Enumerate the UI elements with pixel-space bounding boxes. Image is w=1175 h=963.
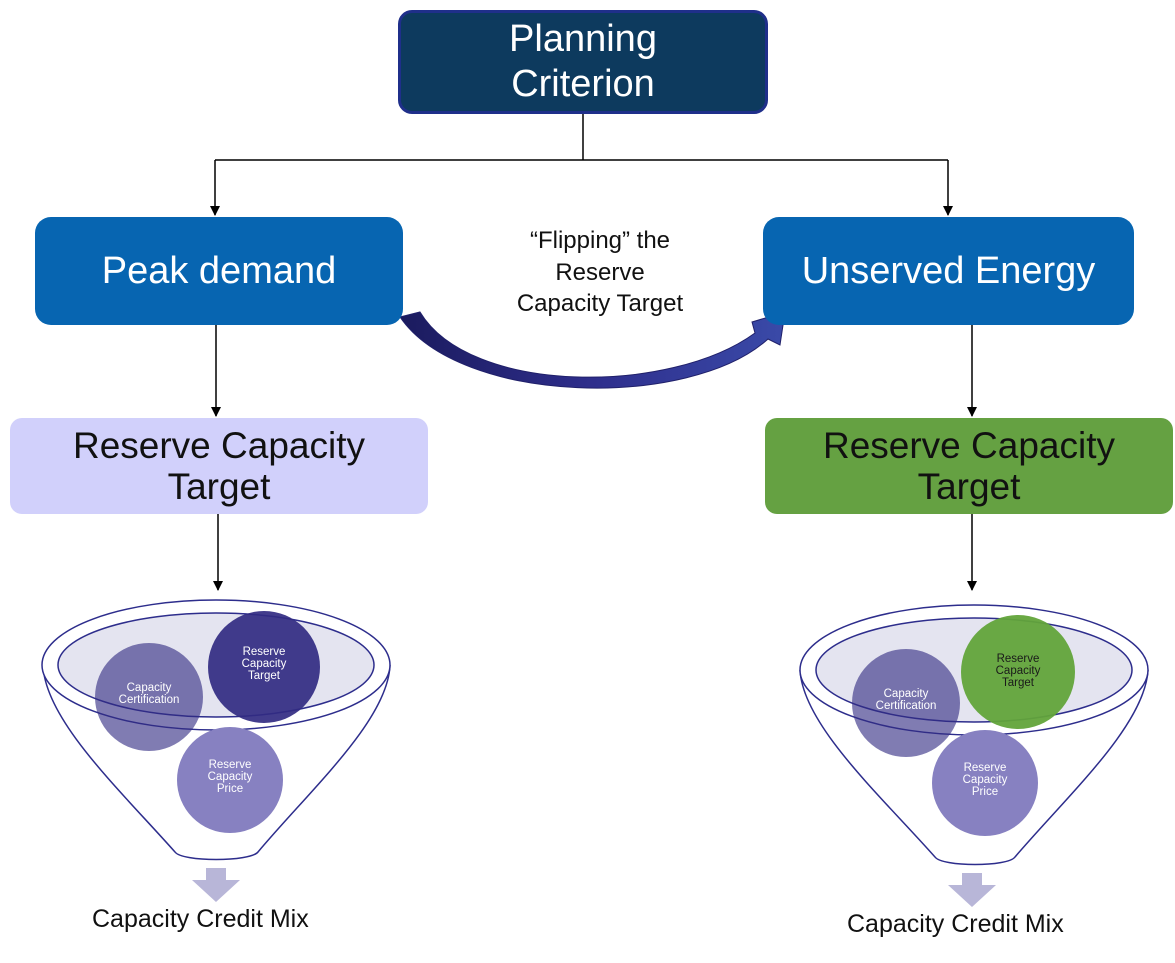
rc-price-line: Reserve [964,762,1007,774]
peak-demand-label: Peak demand [101,249,337,292]
left-output-arrow [192,868,240,902]
right-capacity-credit-mix: Capacity Credit Mix [847,910,1064,938]
rc-price-line: Capacity [963,774,1008,786]
left-circle-price [177,727,283,833]
rc-price-line: Price [972,786,998,798]
peak-demand-box: Peak demand [35,217,403,325]
planning-criterion-label: Planning Criterion [509,18,657,105]
right-reserve-capacity-target-label: Reserve Capacity Target [822,424,1115,507]
rc-cert-line: Certification [876,700,937,712]
lc-cert-line: Certification [119,694,180,706]
lc-price-line: Reserve [209,759,252,771]
right-output-arrow [948,873,996,907]
left-reserve-capacity-target-label: Reserve Capacity Target [72,424,365,507]
lc-price-line: Capacity [208,771,253,783]
unserved-energy-box: Unserved Energy [763,217,1134,325]
right-reserve-capacity-target-box: Reserve Capacity Target [765,418,1173,514]
lc-cert-line: Capacity [127,682,172,694]
left-capacity-credit-mix: Capacity Credit Mix [92,905,309,933]
lc-price-line: Price [217,783,243,795]
left-reserve-capacity-target-box: Reserve Capacity Target [10,418,428,514]
unserved-energy-label: Unserved Energy [801,249,1096,292]
lc-target-line: Capacity [242,658,287,670]
right-circle-target [961,615,1075,729]
planning-criterion-box: Planning Criterion [398,10,768,114]
lc-target-line: Target [248,670,281,682]
rc-target-line: Capacity [996,665,1041,677]
right-circle-certification [852,649,960,757]
rc-target-line: Reserve [997,653,1040,665]
flip-label: “Flipping” the Reserve Capacity Target [516,227,684,318]
right-circle-price [932,730,1038,836]
left-circle-target [208,611,320,723]
lc-target-line: Reserve [243,646,286,658]
rc-cert-line: Capacity [884,688,929,700]
connector-lines [210,114,977,591]
left-circle-certification [95,643,203,751]
rc-target-line: Target [1002,677,1035,689]
flip-arrow [399,311,786,389]
